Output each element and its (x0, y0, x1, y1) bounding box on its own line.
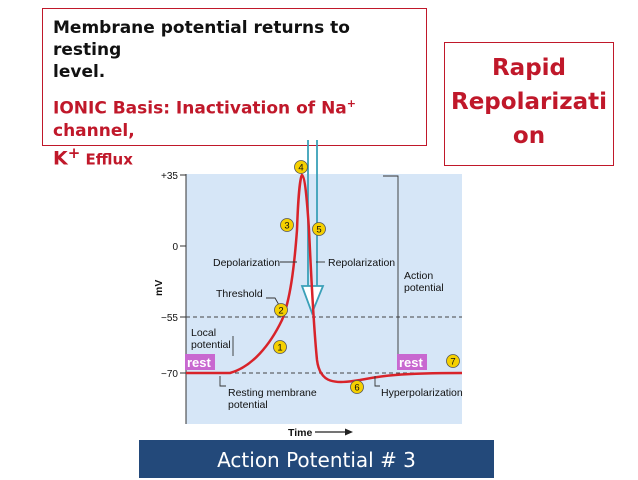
marker-7: 7 (446, 354, 460, 368)
x-axis-label: Time (288, 427, 312, 439)
slide-title-banner: Action Potential # 3 (139, 440, 494, 478)
svg-text:6: 6 (354, 383, 359, 394)
resting-potential-label: potential (228, 399, 268, 411)
explanation-text-1b: level. (53, 62, 106, 82)
phase-title-line-2: Repolarizati (451, 89, 607, 115)
ionic-channel-text: channel, (53, 120, 135, 141)
slide-title: Action Potential # 3 (217, 448, 416, 472)
phase-title-line-1: Rapid (491, 55, 567, 81)
potassium-symbol: K (53, 146, 68, 169)
rest-highlight (185, 354, 215, 370)
threshold-label: Threshold (216, 288, 263, 300)
svg-text:1: 1 (277, 343, 282, 354)
na-superscript: + (346, 97, 356, 110)
svg-text:7: 7 (450, 357, 455, 368)
svg-text:4: 4 (298, 163, 303, 174)
k-superscript: + (67, 143, 81, 162)
leader-line (219, 376, 226, 387)
marker-3: 3 (280, 218, 294, 232)
plot-background (186, 174, 462, 424)
depolarization-label: Depolarization (213, 257, 280, 269)
ionic-basis-text: IONIC Basis: Inactivation of Na (53, 98, 347, 119)
y-tick-label: −55 (161, 313, 178, 324)
resting-potential-label: Resting membrane (228, 387, 317, 399)
action-potential-label: potential (404, 282, 444, 294)
efflux-text: Efflux (80, 149, 133, 168)
explanation-line-1: Membrane potential returns to resting le… (53, 17, 418, 83)
bracket-line (383, 175, 399, 358)
marker-5: 5 (312, 222, 326, 236)
right-arrow-icon (345, 428, 353, 436)
phase-title-line-3: on (512, 123, 546, 149)
marker-6: 6 (350, 380, 364, 394)
rest-highlight (397, 354, 427, 370)
explanation-box: Membrane potential returns to resting le… (42, 8, 427, 169)
marker-4: 4 (294, 160, 308, 174)
action-potential-label: Action (404, 270, 433, 282)
svg-text:5: 5 (316, 225, 321, 236)
marker-1: 1 (273, 340, 287, 354)
repolarization-label: Repolarization (328, 257, 395, 269)
hyperpolarization-label: Hyperpolarization (381, 387, 463, 399)
local-potential-label: potential (191, 339, 231, 351)
rest-label-left: rest (187, 355, 212, 370)
y-tick-label: +35 (161, 171, 178, 182)
explanation-text-1: Membrane potential returns to resting (53, 18, 350, 60)
rest-label-right: rest (399, 355, 424, 370)
y-axis-label: mV (153, 280, 165, 296)
marker-2: 2 (274, 303, 288, 317)
local-potential-label: Local (191, 327, 216, 339)
efflux-line: K+ Efflux (53, 142, 418, 170)
y-tick-label: −70 (161, 369, 178, 380)
svg-text:3: 3 (284, 221, 289, 232)
leader-line (374, 376, 380, 387)
y-tick-label: 0 (172, 242, 178, 253)
svg-text:2: 2 (278, 306, 283, 317)
ionic-basis-line: IONIC Basis: Inactivation of Na+ channel… (53, 93, 418, 142)
phase-title-box: Rapid Repolarizati on (444, 42, 614, 166)
